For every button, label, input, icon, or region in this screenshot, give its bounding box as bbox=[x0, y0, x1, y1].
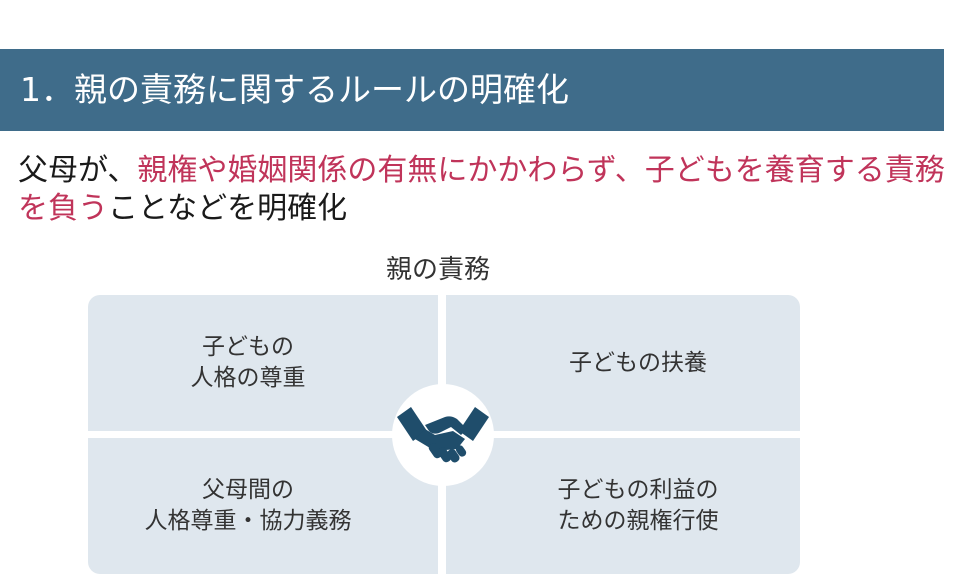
summary-part-2: ことなどを明確化 bbox=[108, 191, 348, 226]
handshake-icon bbox=[397, 407, 489, 463]
page-title-bar: 1．親の責務に関するルールの明確化 bbox=[0, 49, 944, 131]
quadrant-top-right: 子どもの扶養 bbox=[446, 295, 800, 431]
quadrant-bottom-right: 子どもの利益の ための親権行使 bbox=[446, 438, 800, 574]
summary-highlight: 親権や婚姻関係の有無にかかわらず、子どもを養育する責務を負う bbox=[18, 153, 945, 226]
page-title: 1．親の責務に関するルールの明確化 bbox=[20, 70, 569, 109]
quadrant-label: 子どもの扶養 bbox=[569, 349, 707, 376]
quadrant-label: 父母間の 人格尊重・協力義務 bbox=[144, 477, 352, 534]
quadrant-top-left: 子どもの 人格の尊重 bbox=[88, 295, 438, 431]
quadrant-label: 子どもの 人格の尊重 bbox=[190, 334, 306, 391]
summary-text: 父母が、親権や婚姻関係の有無にかかわらず、子どもを養育する責務を負うことなどを明… bbox=[18, 152, 948, 228]
center-circle bbox=[392, 384, 494, 486]
summary-part-1: 父母が、 bbox=[18, 153, 138, 188]
quadrant-label: 子どもの利益の ための親権行使 bbox=[557, 477, 719, 534]
diagram-title: 親の責務 bbox=[385, 255, 490, 285]
quadrant-bottom-left: 父母間の 人格尊重・協力義務 bbox=[88, 438, 438, 574]
